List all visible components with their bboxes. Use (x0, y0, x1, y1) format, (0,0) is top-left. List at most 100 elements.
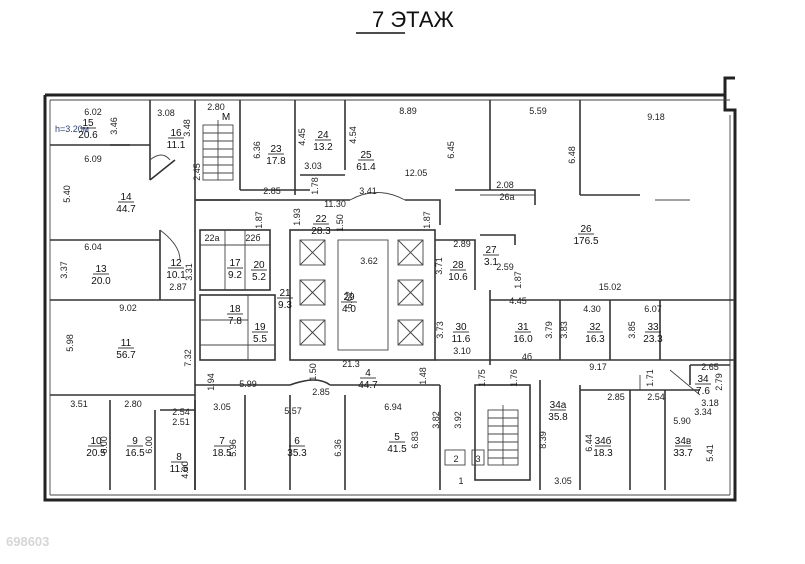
dimension-label: 1.94 (206, 373, 216, 391)
room-number: 4 (365, 368, 371, 379)
dimension-label: 1.71 (645, 369, 655, 387)
small-room-label: 22б (245, 233, 260, 243)
dimension-label: 1.48 (418, 367, 428, 385)
dimension-label: 9.17 (589, 362, 607, 372)
room-area: 11.1 (167, 140, 186, 151)
small-room-label: 1 (458, 476, 463, 486)
room-number: 32 (589, 322, 601, 333)
dimension-label: 2.80 (207, 102, 225, 112)
dimension-label: 12.05 (405, 168, 428, 178)
room-number: 30 (455, 322, 467, 333)
room-number: 28 (452, 260, 464, 271)
dimension-label: 2.51 (172, 417, 190, 427)
dimension-label: 9.02 (119, 303, 137, 313)
dimension-label: 3.10 (453, 346, 471, 356)
dimension-label: 3.46 (109, 117, 119, 135)
dimension-label: 5.90 (673, 416, 691, 426)
room-area: 11.5 (170, 464, 189, 475)
dimension-label: 6.00 (144, 436, 154, 454)
room-area: 16.0 (513, 334, 533, 345)
dimension-label: 2.80 (124, 399, 142, 409)
small-room-label: 22а (204, 233, 219, 243)
dimension-label: 2.85 (607, 392, 625, 402)
dimension-label: 8.39 (538, 431, 548, 449)
dimension-label: 3.05 (554, 476, 572, 486)
room-number: 14 (120, 192, 132, 203)
dimension-label: 3.79 (544, 321, 554, 339)
room-number: 11 (121, 338, 132, 349)
room-area: 11.6 (452, 334, 471, 345)
dimension-label: 1.50 (335, 214, 345, 232)
room-number: 16 (170, 128, 182, 139)
small-room-label: 2 (453, 454, 458, 464)
dimension-label: 6.44 (584, 434, 594, 452)
room-area: 9.3 (278, 300, 292, 311)
room-area: 20.0 (91, 276, 111, 287)
room-number: 17 (229, 258, 241, 269)
room-area: 61.4 (356, 162, 376, 173)
dimension-label: 6.62 (344, 291, 354, 309)
dimension-label: 3.18 (701, 398, 719, 408)
room-number: 34а (550, 400, 567, 411)
room-area: 56.7 (116, 350, 136, 361)
dimension-label: 5.40 (62, 185, 72, 203)
dimension-label: 3.83 (559, 321, 569, 339)
room-number: 29 (343, 292, 355, 303)
room-number: 27 (485, 245, 497, 256)
dimension-label: 2.54 (172, 407, 190, 417)
floor-title: 7 ЭТАЖ (372, 7, 455, 32)
dimension-label: 8.89 (399, 106, 417, 116)
room-area: 10.1 (166, 270, 186, 281)
room-area: 5.5 (253, 334, 267, 345)
room-number: 5 (394, 432, 400, 443)
room-number: 19 (254, 322, 266, 333)
room-area: 44.7 (116, 204, 136, 215)
room-area: 35.8 (548, 412, 568, 423)
watermark: 698603 (6, 534, 49, 549)
dimension-label: 6.00 (99, 436, 109, 454)
dimension-label: 3.73 (435, 321, 445, 339)
dimension-label: 9.18 (647, 112, 665, 122)
room-number: 31 (517, 322, 529, 333)
room-area: 5.2 (252, 272, 266, 283)
room-area: 33.7 (673, 448, 693, 459)
dimension-label: 2.79 (714, 373, 724, 391)
room-area: 17.8 (266, 156, 286, 167)
room-area: 16.5 (125, 448, 145, 459)
small-room-label: 4б (522, 352, 532, 362)
room-number: 6 (294, 436, 300, 447)
dimension-label: 2.59 (496, 262, 514, 272)
dimension-label: 3.85 (627, 321, 637, 339)
room-area: 18.5 (212, 448, 232, 459)
dimension-label: 3.92 (453, 411, 463, 429)
dimension-label: 3.03 (304, 161, 322, 171)
room-number: 8 (176, 452, 182, 463)
dimension-label: 1.87 (422, 211, 432, 229)
room-area: 4.0 (342, 304, 356, 315)
room-number: 9 (132, 436, 138, 447)
room-number: 15 (82, 118, 94, 129)
room-area: 7.6 (696, 386, 710, 397)
dimension-label: 7.32 (183, 349, 193, 367)
dimension-label: 1.87 (513, 271, 523, 289)
dimension-label: 2.87 (169, 282, 187, 292)
dimension-label: 3.41 (359, 186, 377, 196)
dimension-label: 1.87 (254, 211, 264, 229)
dimension-label: 6.48 (567, 146, 577, 164)
dimension-label: 1.75 (477, 369, 487, 387)
dimension-label: 1.93 (292, 208, 302, 226)
room-number: 10 (90, 436, 102, 447)
outer-wall (43, 76, 737, 502)
dimension-label: 6.36 (333, 439, 343, 457)
room-area: 3.1 (484, 257, 498, 268)
room-number: 34в (675, 436, 691, 447)
dimension-label: 6.94 (384, 402, 402, 412)
dimension-label: 5.59 (529, 106, 547, 116)
dimension-label: 4.30 (583, 304, 601, 314)
room-number: 7 (219, 436, 225, 447)
dimension-label: 4.54 (348, 126, 358, 144)
room-area: 13.2 (313, 142, 333, 153)
dimension-label: 3.08 (157, 108, 175, 118)
room-area: 41.5 (387, 444, 407, 455)
